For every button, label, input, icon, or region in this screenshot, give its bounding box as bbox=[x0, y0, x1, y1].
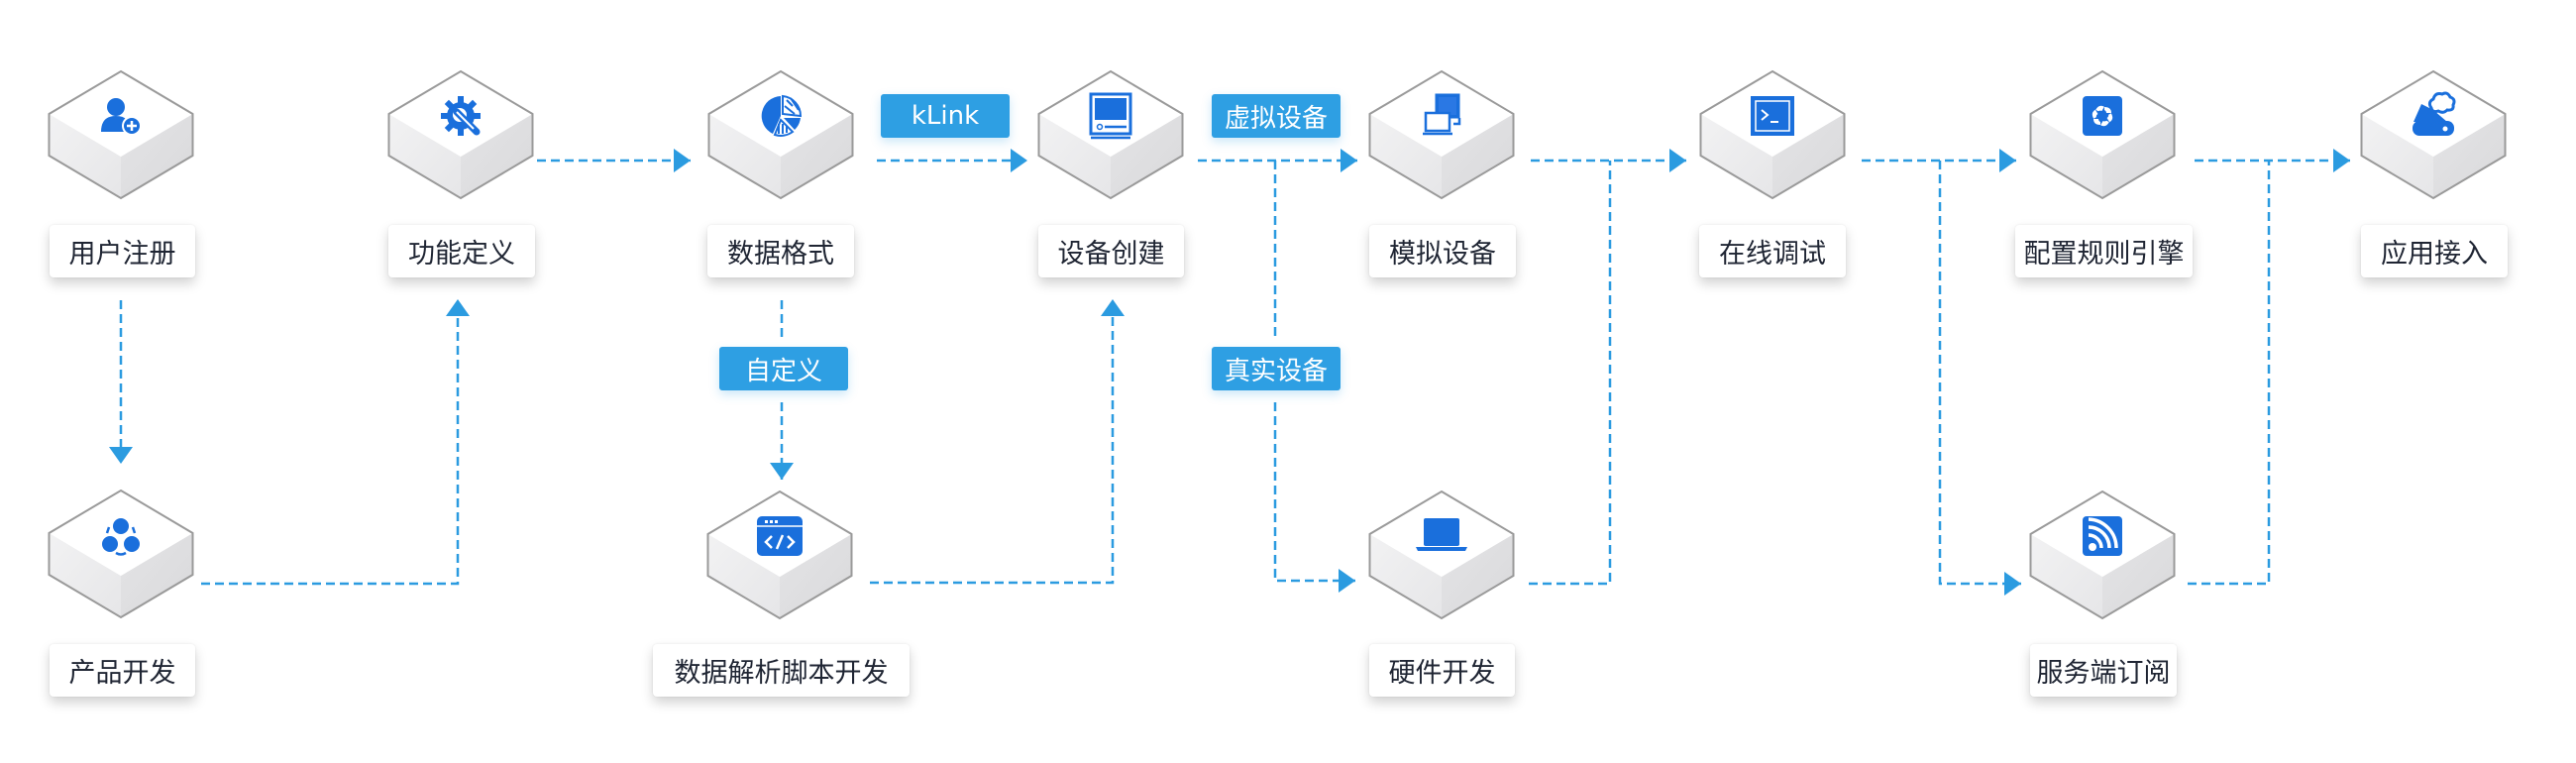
arrowhead-right-icon bbox=[1341, 149, 1357, 172]
connector-script-to-device bbox=[870, 299, 1125, 585]
connector-function-to-format bbox=[537, 149, 691, 172]
node-label-rule-engine[interactable]: 配置规则引擎 bbox=[2015, 225, 2193, 277]
connector-product-to-function bbox=[201, 299, 470, 586]
aperture-icon bbox=[2083, 96, 2122, 136]
connector-custom-tag-to-script bbox=[770, 402, 794, 480]
arrowhead-right-icon bbox=[1011, 149, 1027, 172]
node-label-device-create[interactable]: 设备创建 bbox=[1038, 225, 1184, 277]
laptop-icon bbox=[1416, 518, 1467, 551]
connector-device-to-sim bbox=[1198, 149, 1357, 172]
gear-wrench-icon bbox=[441, 96, 481, 136]
node-label-hardware-dev[interactable]: 硬件开发 bbox=[1369, 644, 1515, 697]
connector-real-tag-to-hardware bbox=[1273, 402, 1355, 593]
cube-function-define[interactable] bbox=[387, 69, 534, 200]
arrowhead-right-icon bbox=[674, 149, 691, 172]
cube-sim-device[interactable] bbox=[1368, 69, 1515, 200]
connector-rule-to-app bbox=[2195, 149, 2350, 172]
cube-rule-engine[interactable] bbox=[2029, 69, 2176, 200]
arrowhead-right-icon bbox=[2004, 572, 2021, 596]
arrowhead-up-icon bbox=[446, 299, 470, 316]
multi-screen-icon bbox=[1423, 93, 1461, 136]
cube-app-access[interactable] bbox=[2360, 69, 2507, 200]
cube-hardware-dev[interactable] bbox=[1368, 490, 1515, 620]
node-label-product-dev[interactable]: 产品开发 bbox=[50, 644, 195, 697]
code-window-icon bbox=[757, 516, 803, 556]
arrowhead-down-icon bbox=[109, 447, 133, 464]
cube-data-format[interactable] bbox=[707, 69, 854, 200]
edge-tag-custom: 自定义 bbox=[719, 347, 848, 390]
node-label-data-format[interactable]: 数据格式 bbox=[707, 225, 854, 277]
device-monitor-icon bbox=[1089, 92, 1132, 140]
edge-tag-real-device: 真实设备 bbox=[1212, 347, 1341, 390]
cube-user-register[interactable] bbox=[48, 69, 194, 200]
cloud-drive-icon bbox=[2413, 91, 2456, 136]
edge-tag-virtual-device: 虚拟设备 bbox=[1212, 94, 1341, 138]
connector-format-to-device-klink bbox=[877, 149, 1027, 172]
node-label-user-register[interactable]: 用户注册 bbox=[50, 225, 195, 277]
node-label-function-define[interactable]: 功能定义 bbox=[388, 225, 535, 277]
connector-hardware-to-debug bbox=[1529, 161, 1612, 586]
cube-server-subscribe[interactable] bbox=[2029, 490, 2176, 620]
cube-device-create[interactable] bbox=[1037, 69, 1184, 200]
cube-script-dev[interactable] bbox=[706, 490, 853, 620]
cube-online-debug[interactable] bbox=[1699, 69, 1846, 200]
arrowhead-right-icon bbox=[1339, 569, 1355, 593]
connector-register-to-product bbox=[109, 300, 133, 464]
arrowhead-down-icon bbox=[770, 463, 794, 480]
node-label-online-debug[interactable]: 在线调试 bbox=[1699, 225, 1846, 277]
connectors bbox=[109, 149, 2350, 596]
arrowhead-right-icon bbox=[2333, 149, 2350, 172]
connector-debug-to-subscribe bbox=[1938, 161, 2021, 596]
node-label-sim-device[interactable]: 模拟设备 bbox=[1369, 225, 1516, 277]
arrowhead-right-icon bbox=[1669, 149, 1686, 172]
cubes bbox=[48, 69, 2507, 620]
connector-subscribe-to-app bbox=[2188, 161, 2271, 586]
share-nodes-icon bbox=[102, 518, 140, 556]
node-label-server-subscribe[interactable]: 服务端订阅 bbox=[2030, 644, 2177, 697]
pie-chart-icon bbox=[761, 94, 803, 137]
cube-product-dev[interactable] bbox=[48, 489, 194, 619]
node-label-script-dev[interactable]: 数据解析脚本开发 bbox=[653, 644, 910, 697]
arrowhead-up-icon bbox=[1101, 299, 1125, 316]
rss-icon bbox=[2083, 516, 2122, 556]
edge-tag-klink: kLink bbox=[881, 94, 1010, 138]
user-add-icon bbox=[101, 98, 142, 136]
node-label-app-access[interactable]: 应用接入 bbox=[2361, 225, 2508, 277]
arrowhead-right-icon bbox=[1999, 149, 2016, 172]
terminal-icon bbox=[1751, 96, 1794, 136]
connector-sim-to-debug bbox=[1531, 149, 1686, 172]
